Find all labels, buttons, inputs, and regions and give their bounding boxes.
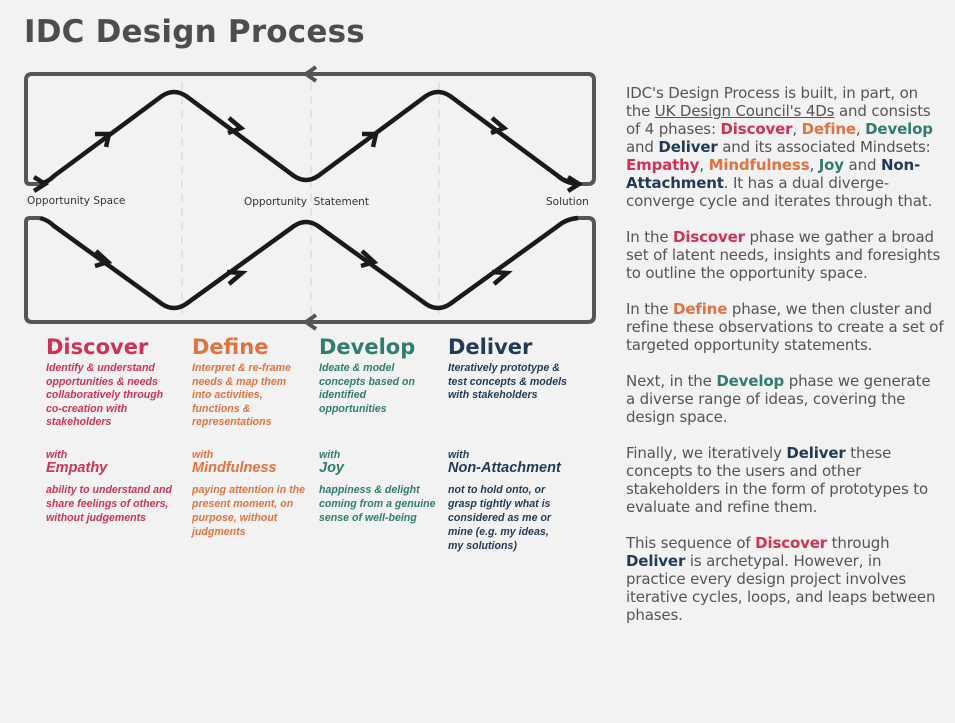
bottom-loop-arrowhead: [302, 313, 318, 331]
description-panel: IDC's Design Process is built, in part, …: [626, 84, 944, 642]
uk-design-council-link[interactable]: UK Design Council's 4Ds: [654, 102, 835, 120]
mindset-mindfulness: Mindfulness: [192, 460, 277, 476]
phase-description: Identify & understand opportunities & ne…: [46, 362, 164, 428]
keyword-develop: Develop: [716, 372, 785, 390]
text: and: [626, 138, 659, 156]
keyword-mindfulness: Mindfulness: [708, 156, 810, 174]
keyword-define: Define: [801, 120, 856, 138]
text: ,: [699, 156, 709, 174]
keyword-non-attachment: Non-Attachment: [626, 156, 921, 192]
zigzag-arrowheads: [32, 116, 584, 286]
solution-label: Solution: [546, 196, 589, 208]
phase-deliver: Deliver Iteratively prototype & test con…: [448, 335, 572, 403]
mindset-empathy: Empathy: [46, 460, 108, 476]
top-loop-arrowhead: [302, 65, 318, 83]
keyword-define: Define: [673, 300, 728, 318]
with-label: with: [319, 449, 341, 461]
keyword-deliver: Deliver: [786, 444, 846, 462]
phase-develop: Develop Ideate & model concepts based on…: [319, 335, 431, 416]
keyword-discover: Discover: [755, 534, 828, 552]
keyword-joy: Joy: [818, 156, 844, 174]
text: phase, we then cluster and refine these …: [626, 300, 944, 354]
keyword-deliver: Deliver: [626, 552, 686, 570]
top-return-loop: [24, 72, 596, 186]
mindset-description: not to hold onto, or grasp tightly what …: [448, 484, 552, 552]
opportunity-space-label: Opportunity Space: [27, 195, 126, 207]
arrowhead: [227, 116, 246, 136]
keyword-develop: Develop: [865, 120, 933, 138]
arrowhead: [491, 269, 513, 286]
discover-paragraph: In the Discover phase we gather a broad …: [626, 228, 944, 282]
page-title: IDC Design Process: [24, 14, 365, 50]
phase-title: Deliver: [448, 335, 533, 359]
text: ,: [792, 120, 802, 138]
mindset-non-attachment: Non-Attachment: [448, 460, 561, 476]
text: . It has a dual diverge-converge cycle a…: [626, 174, 933, 210]
bottom-return-loop: [24, 216, 596, 324]
text: and: [843, 156, 881, 174]
text: ,: [855, 120, 866, 138]
text: ,: [809, 156, 819, 174]
text: phase we gather a broad set of latent ne…: [626, 228, 941, 282]
arrowhead: [360, 249, 379, 269]
arrowhead: [566, 175, 584, 193]
phase-title: Develop: [319, 335, 416, 359]
phase-title: Discover: [46, 335, 149, 359]
text: Finally, we iteratively: [626, 444, 787, 462]
define-paragraph: In the Define phase, we then cluster and…: [626, 300, 944, 354]
bottom-zigzag: [39, 215, 579, 311]
text: IDC's Design Process is built, in part, …: [626, 84, 919, 120]
arrowhead: [226, 269, 248, 286]
text: Next, in the: [626, 372, 717, 390]
text: through: [827, 534, 890, 552]
arrowhead: [94, 249, 113, 269]
text: is archetypal. However, in practice ever…: [626, 552, 936, 624]
keyword-deliver: Deliver: [658, 138, 718, 156]
text: In the: [626, 300, 674, 318]
intro-paragraph: IDC's Design Process is built, in part, …: [626, 84, 944, 210]
with-label: with: [46, 449, 68, 461]
phase-define: Define Interpret & re-frame needs & map …: [192, 335, 300, 430]
with-label: with: [192, 449, 214, 461]
develop-paragraph: Next, in the Develop phase we generate a…: [626, 372, 944, 426]
mindset-description: ability to understand and share feelings…: [46, 484, 172, 524]
arrowhead: [490, 116, 509, 136]
text: and consists of 4 phases:: [626, 102, 931, 138]
opportunity-statement-label: Opportunity Statement: [244, 196, 369, 208]
text: these concepts to the users and other st…: [626, 444, 929, 516]
mindset-description: happiness & delight coming from a genuin…: [319, 484, 436, 524]
phase-description: Ideate & model concepts based on identif…: [319, 362, 415, 415]
phase-description: Interpret & re-frame needs & map them in…: [192, 362, 291, 428]
mindset-description: paying attention in the present moment, …: [192, 484, 305, 538]
arrowhead: [32, 175, 50, 193]
phase-description: Iteratively prototype & test concepts & …: [448, 362, 567, 401]
text: phase we generate a diverse range of ide…: [626, 372, 931, 426]
text: This sequence of: [626, 534, 756, 552]
text: In the: [626, 228, 674, 246]
keyword-discover: Discover: [673, 228, 745, 246]
phase-title: Define: [192, 335, 269, 359]
deliver-paragraph: Finally, we iteratively Deliver these co…: [626, 444, 944, 516]
arrowhead: [95, 131, 112, 148]
sequence-paragraph: This sequence of Discover through Delive…: [626, 534, 944, 624]
arrowhead: [362, 131, 379, 148]
keyword-discover: Discover: [720, 120, 793, 138]
with-label: with: [448, 449, 470, 461]
text: and its associated Mindsets:: [717, 138, 931, 156]
keyword-empathy: Empathy: [626, 156, 700, 174]
phase-discover: Discover Identify & understand opportuni…: [46, 335, 176, 430]
phase-dividers: [181, 82, 440, 318]
mindset-joy: Joy: [319, 460, 344, 476]
top-zigzag: [39, 89, 579, 187]
